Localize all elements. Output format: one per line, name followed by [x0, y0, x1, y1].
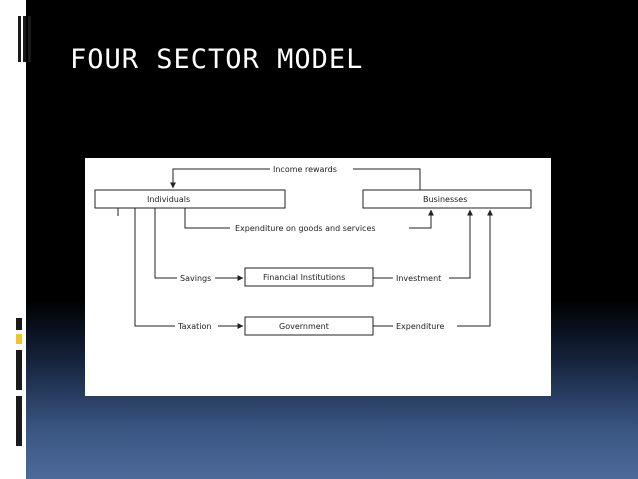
savings-label: Savings — [180, 274, 211, 283]
investment-label: Investment — [396, 274, 441, 283]
diagram-canvas: Individuals Businesses Financial Institu… — [94, 165, 532, 336]
deco-block — [16, 396, 22, 446]
slide-title: FOUR SECTOR MODEL — [70, 44, 364, 75]
deco-block — [16, 350, 22, 390]
slide-decoration-side — [16, 318, 26, 458]
investment-flow: Investment — [373, 209, 473, 283]
taxation-flow: Taxation — [134, 208, 244, 331]
expenditure-goods-flow: Expenditure on goods and services — [184, 208, 434, 233]
individuals-box: Individuals — [94, 189, 286, 209]
deco-block — [16, 318, 22, 330]
businesses-label: Businesses — [423, 195, 467, 204]
businesses-box: Businesses — [362, 189, 532, 209]
income-rewards-flow: Income rewards — [170, 165, 421, 190]
expenditure-flow: Expenditure — [373, 209, 493, 331]
savings-flow: Savings — [154, 208, 244, 283]
expenditure-goods-label: Expenditure on goods and services — [235, 224, 376, 233]
four-sector-diagram: Individuals Businesses Financial Institu… — [85, 158, 551, 396]
government-label: Government — [279, 322, 329, 331]
slide-decoration-top — [18, 16, 34, 62]
income-rewards-label: Income rewards — [273, 165, 337, 174]
deco-bar — [18, 16, 21, 62]
financial-institutions-box: Financial Institutions — [244, 267, 374, 287]
government-box: Government — [244, 316, 374, 336]
expenditure-label: Expenditure — [396, 322, 444, 331]
deco-block-accent — [16, 334, 22, 344]
deco-bar — [28, 16, 31, 62]
financial-institutions-label: Financial Institutions — [263, 273, 345, 282]
deco-bar — [23, 16, 26, 62]
individuals-label: Individuals — [147, 195, 190, 204]
taxation-label: Taxation — [177, 322, 211, 331]
